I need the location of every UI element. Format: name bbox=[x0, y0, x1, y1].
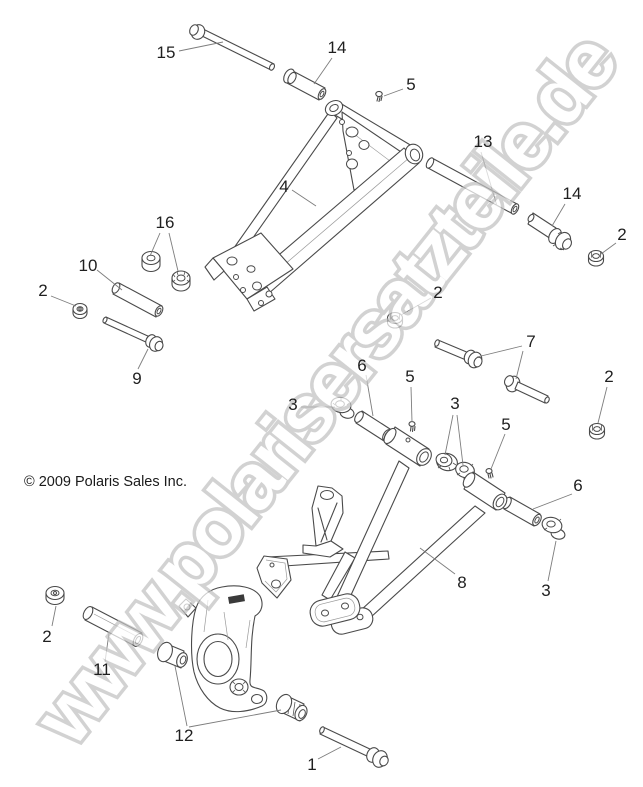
part-bushing-16a bbox=[141, 250, 161, 273]
part-bolt-1 bbox=[319, 726, 389, 768]
part-screw-5-top bbox=[375, 90, 383, 103]
leader-line-15 bbox=[178, 41, 224, 52]
leader-line-6 bbox=[532, 493, 573, 510]
part-screw-5a bbox=[408, 421, 416, 433]
leader-line-10 bbox=[96, 269, 123, 291]
part-spacer-tube-10 bbox=[111, 282, 164, 318]
leader-line-14 bbox=[551, 203, 566, 227]
leader-line-3 bbox=[456, 414, 464, 466]
part-knuckle bbox=[178, 585, 268, 713]
part-lower-control-arm-8 bbox=[256, 426, 508, 635]
part-nut-2-right bbox=[588, 422, 606, 440]
part-bolt-7b bbox=[503, 375, 550, 404]
leader-line-4 bbox=[291, 189, 317, 207]
part-bolt-2-left bbox=[72, 302, 88, 320]
leader-line-13 bbox=[480, 151, 498, 207]
leader-line-16 bbox=[149, 232, 161, 257]
part-bolt-15 bbox=[189, 24, 276, 71]
part-bushing-3b bbox=[435, 452, 458, 472]
part-bushing-16b bbox=[171, 270, 191, 292]
leader-line-9 bbox=[137, 348, 149, 370]
leader-line-5 bbox=[383, 88, 404, 97]
leader-line-2 bbox=[597, 386, 608, 424]
leader-line-2 bbox=[600, 242, 617, 255]
leader-line-12 bbox=[174, 665, 188, 727]
leader-line-5 bbox=[490, 433, 506, 470]
leader-lines-layer bbox=[50, 41, 617, 760]
leader-line-14 bbox=[313, 57, 333, 85]
part-nut-2-middle bbox=[386, 311, 404, 329]
part-bolt-14-right bbox=[527, 212, 573, 251]
leader-line-7 bbox=[476, 345, 523, 358]
leader-line-2 bbox=[51, 605, 57, 627]
part-bolt-9 bbox=[102, 316, 164, 352]
part-bushing-2-bottom-left bbox=[45, 585, 65, 606]
part-spacer-tube-6-right bbox=[502, 496, 542, 527]
part-spacer-tube-11 bbox=[82, 605, 144, 648]
leader-line-8 bbox=[419, 547, 456, 575]
part-bushing-3d bbox=[541, 516, 566, 540]
part-screw-5b bbox=[485, 468, 494, 479]
part-pivot-tube-13 bbox=[425, 157, 520, 215]
leader-line-2 bbox=[50, 295, 77, 307]
leader-line-6 bbox=[365, 374, 374, 417]
part-bushing-12a bbox=[157, 641, 188, 669]
part-nut-2-top-right bbox=[587, 249, 605, 267]
part-bushing-12b bbox=[275, 693, 308, 722]
leader-line-1 bbox=[317, 746, 342, 760]
leader-line-3 bbox=[547, 540, 557, 582]
leader-line-12 bbox=[188, 709, 282, 728]
leader-line-5 bbox=[410, 386, 413, 423]
leader-line-2 bbox=[400, 297, 432, 316]
leader-line-3 bbox=[444, 414, 454, 456]
leader-line-16 bbox=[168, 232, 179, 272]
part-bushing-3a bbox=[330, 396, 355, 419]
part-spacer-tube-14-top bbox=[283, 68, 327, 101]
copyright-text: © 2009 Polaris Sales Inc. bbox=[24, 474, 188, 490]
part-upper-a-arm bbox=[204, 99, 424, 312]
part-bolt-7a bbox=[434, 339, 483, 369]
leader-line-11 bbox=[104, 632, 110, 663]
leader-line-7 bbox=[515, 350, 524, 380]
